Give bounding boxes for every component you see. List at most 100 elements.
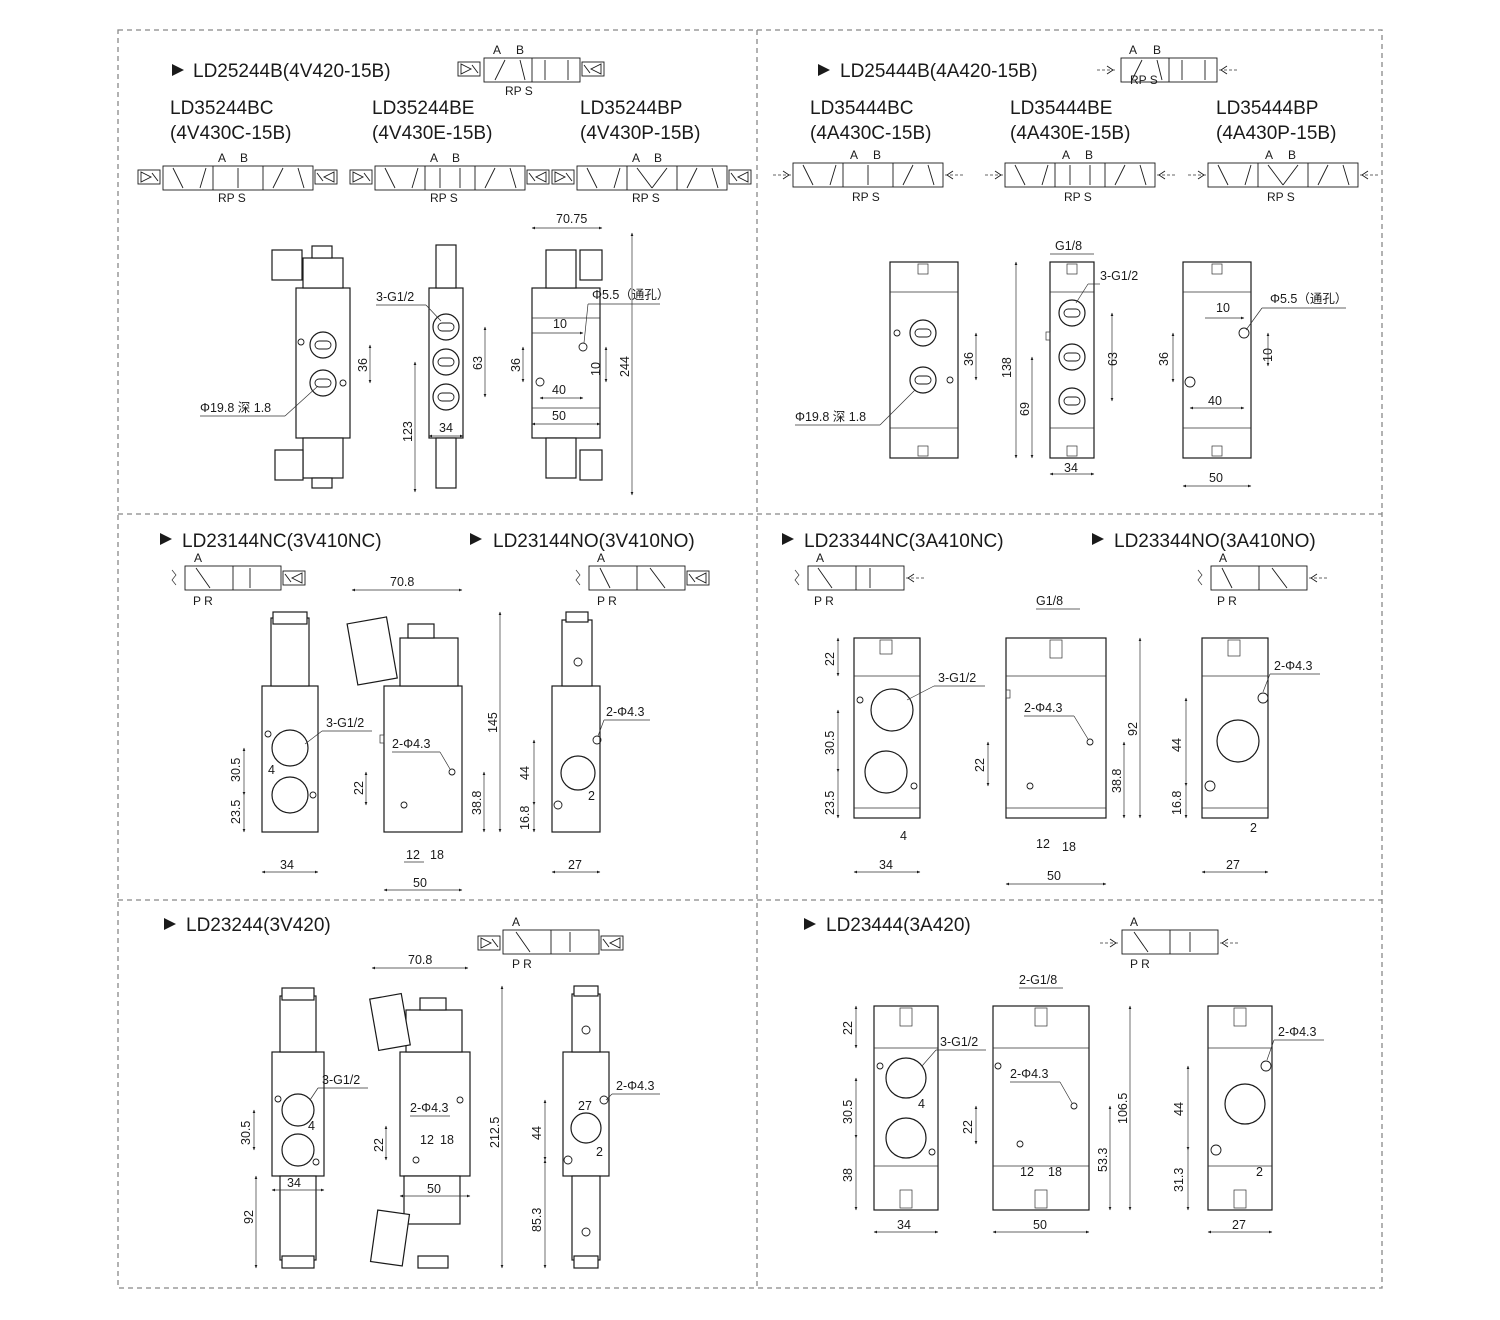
svg-text:2-Φ4.3: 2-Φ4.3: [1274, 659, 1313, 673]
svg-text:A: A: [1265, 148, 1273, 162]
svg-text:B: B: [516, 43, 524, 57]
svg-text:22: 22: [961, 1120, 975, 1134]
svg-text:LD35444BE: LD35444BE: [1010, 98, 1112, 119]
svg-text:10: 10: [1216, 301, 1230, 315]
svg-text:44: 44: [518, 766, 532, 780]
side-view: G1/8 3-G1/2 138 69 63 34: [1000, 239, 1138, 476]
svg-text:RP S: RP S: [1130, 73, 1158, 87]
valve-symbol: A B RP S: [457, 43, 605, 98]
svg-text:38: 38: [841, 1168, 855, 1182]
svg-text:G1/8: G1/8: [1036, 594, 1063, 608]
svg-text:4: 4: [268, 763, 275, 777]
svg-text:63: 63: [1106, 352, 1120, 366]
svg-text:2: 2: [1256, 1165, 1263, 1179]
svg-text:RP S: RP S: [1267, 190, 1295, 204]
section-4v420: LD25244B(4V420-15B) A B RP S LD35244BC (…: [137, 43, 752, 496]
svg-text:2-Φ4.3: 2-Φ4.3: [1024, 701, 1063, 715]
svg-text:LD35444BP: LD35444BP: [1216, 98, 1318, 119]
svg-text:A: A: [850, 148, 858, 162]
svg-text:Φ5.5（通孔）: Φ5.5（通孔）: [1270, 292, 1347, 306]
svg-text:A: A: [632, 151, 640, 165]
svg-text:40: 40: [1208, 394, 1222, 408]
svg-text:50: 50: [427, 1182, 441, 1196]
svg-text:53.3: 53.3: [1096, 1148, 1110, 1172]
svg-text:4: 4: [308, 1119, 315, 1133]
svg-text:A: A: [194, 551, 202, 565]
svg-text:(4V430C-15B): (4V430C-15B): [170, 123, 291, 144]
svg-text:34: 34: [280, 858, 294, 872]
svg-text:34: 34: [1064, 461, 1078, 475]
svg-text:A: A: [1129, 43, 1137, 57]
svg-text:2: 2: [1250, 821, 1257, 835]
svg-text:23.5: 23.5: [229, 800, 243, 824]
svg-text:34: 34: [897, 1218, 911, 1232]
svg-text:22: 22: [973, 758, 987, 772]
svg-text:A: A: [1130, 915, 1138, 929]
svg-text:30.5: 30.5: [229, 758, 243, 782]
svg-text:2-Φ4.3: 2-Φ4.3: [392, 737, 431, 751]
svg-text:22: 22: [841, 1021, 855, 1035]
valve-symbol: A B RP S: [1096, 43, 1238, 87]
svg-text:50: 50: [1209, 471, 1223, 485]
svg-text:12: 12: [1036, 837, 1050, 851]
section-3a420: LD23444(3A420) A P R 3-G1/2 4 22: [804, 915, 1324, 1234]
svg-text:B: B: [1288, 148, 1296, 162]
svg-text:70.8: 70.8: [390, 575, 414, 589]
svg-text:LD23144NC(3V410NC): LD23144NC(3V410NC): [182, 531, 382, 552]
rear-view: 2-Φ4.3 44 16.8 2 27: [518, 611, 650, 874]
svg-text:3-G1/2: 3-G1/2: [326, 716, 364, 730]
svg-text:B: B: [1085, 148, 1093, 162]
svg-text:3-G1/2: 3-G1/2: [938, 671, 976, 685]
svg-text:50: 50: [1033, 1218, 1047, 1232]
svg-text:50: 50: [552, 409, 566, 423]
svg-text:LD35244BP: LD35244BP: [580, 98, 682, 119]
side-view: G1/8 2-Φ4.3 22 12 18 50 92 38.8: [973, 594, 1142, 886]
svg-text:22: 22: [372, 1138, 386, 1152]
section-3v410: LD23144NC(3V410NC) LD23144NO(3V410NO) A …: [160, 531, 710, 892]
svg-text:A: A: [1062, 148, 1070, 162]
svg-text:22: 22: [823, 652, 837, 666]
svg-text:85.3: 85.3: [530, 1208, 544, 1232]
svg-text:2-Φ4.3: 2-Φ4.3: [410, 1101, 449, 1115]
svg-text:38.8: 38.8: [470, 791, 484, 815]
front-view: 3-G1/2 4 30.5 34 92: [239, 987, 368, 1269]
svg-text:RP S: RP S: [218, 191, 246, 205]
svg-text:27: 27: [568, 858, 582, 872]
svg-text:A: A: [430, 151, 438, 165]
rear-view: 2-Φ4.3 44 16.8 2 27: [1170, 637, 1320, 874]
svg-text:12: 12: [406, 848, 420, 862]
svg-text:12: 12: [420, 1133, 434, 1147]
svg-text:34: 34: [879, 858, 893, 872]
svg-text:36: 36: [1157, 352, 1171, 366]
rear-view: Φ5.5（通孔） 10 36 10 40 50: [1157, 261, 1347, 488]
svg-text:27: 27: [1232, 1218, 1246, 1232]
svg-text:B: B: [1153, 43, 1161, 57]
front-view: 3-G1/2 4 30.5 23.5 34: [229, 611, 372, 874]
svg-text:92: 92: [1126, 722, 1140, 736]
svg-text:10: 10: [589, 362, 603, 376]
valve-symbol: A P R: [575, 551, 710, 608]
svg-text:212.5: 212.5: [488, 1117, 502, 1148]
svg-text:3-G1/2: 3-G1/2: [376, 290, 414, 304]
svg-text:69: 69: [1018, 402, 1032, 416]
svg-text:A: A: [218, 151, 226, 165]
valve-symbol: A P R: [1197, 551, 1328, 608]
svg-text:12: 12: [1020, 1165, 1034, 1179]
valve-symbol: A P R: [477, 915, 624, 971]
svg-text:LD35244BE: LD35244BE: [372, 98, 474, 119]
svg-text:A: A: [512, 915, 520, 929]
svg-text:40: 40: [552, 383, 566, 397]
svg-text:(4A430P-15B): (4A430P-15B): [1216, 123, 1336, 144]
svg-text:LD35244BC: LD35244BC: [170, 98, 274, 119]
svg-text:LD23244(3V420): LD23244(3V420): [186, 915, 331, 936]
rear-view: 70.75 Φ5.5（通孔） 10 36 10 40 50 244: [509, 212, 669, 496]
svg-text:16.8: 16.8: [1170, 791, 1184, 815]
svg-text:27: 27: [578, 1099, 592, 1113]
svg-text:B: B: [452, 151, 460, 165]
svg-text:LD23344NC(3A410NC): LD23344NC(3A410NC): [804, 531, 1004, 552]
svg-text:30.5: 30.5: [239, 1121, 253, 1145]
svg-text:A: A: [597, 551, 605, 565]
svg-text:LD23144NO(3V410NO): LD23144NO(3V410NO): [493, 531, 695, 552]
svg-text:27: 27: [1226, 858, 1240, 872]
